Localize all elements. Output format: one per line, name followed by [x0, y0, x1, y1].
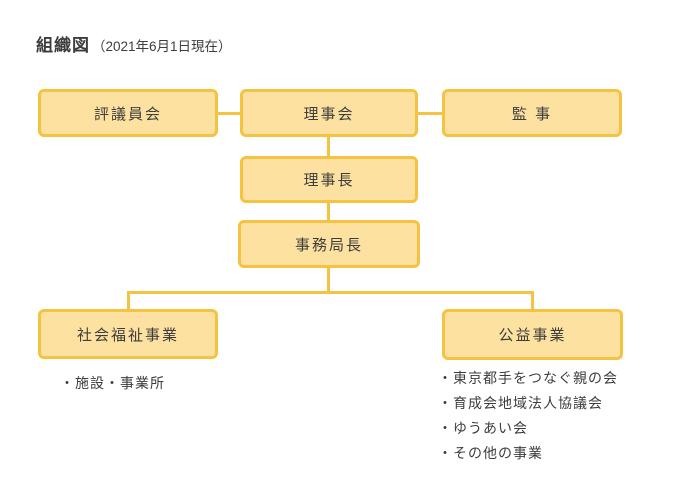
connector-rijikai-kanji	[418, 112, 442, 115]
connector-hyogiinkai-rijikai	[218, 112, 240, 115]
page-title-date: （2021年6月1日現在）	[92, 39, 232, 54]
node-rijikai: 理事会	[240, 89, 418, 137]
page-title: 組織図 （2021年6月1日現在）	[36, 31, 232, 56]
connector-jimukyokucho-branch	[327, 268, 330, 294]
node-jimukyokucho: 事務局長	[238, 220, 420, 268]
list-item: ・ゆうあい会	[438, 420, 528, 436]
node-hyogiinkai: 評議員会	[38, 89, 218, 137]
node-koeki-jigyo-label: 公益事業	[498, 327, 567, 344]
connector-branch-drop-left	[127, 291, 130, 309]
page-title-text: 組織図	[36, 36, 90, 55]
list-item: ・育成会地域法人協議会	[438, 395, 603, 411]
list-item: ・施設・事業所	[60, 375, 165, 391]
node-jimukyokucho-label: 事務局長	[294, 236, 363, 254]
connector-rijikai-rijicho	[327, 137, 330, 156]
node-hyogiinkai-label: 評議員会	[93, 105, 162, 123]
node-koeki-jigyo: 公益事業	[442, 309, 623, 360]
node-kanji-label: 監 事	[511, 105, 553, 123]
node-rijikai-label: 理事会	[303, 105, 355, 123]
list-koeki-items: ・東京都手をつなぐ親の会 ・育成会地域法人協議会 ・ゆうあい会 ・その他の事業	[438, 366, 618, 466]
node-shakai-fukushi-jigyo: 社会福祉事業	[38, 309, 218, 359]
connector-rijicho-jimukyokucho	[327, 203, 330, 220]
node-shakai-fukushi-jigyo-label: 社会福祉事業	[76, 326, 179, 344]
connector-branch-horizontal	[127, 291, 534, 294]
list-item: ・東京都手をつなぐ親の会	[438, 370, 618, 386]
list-item: ・その他の事業	[438, 445, 543, 461]
node-rijicho-label: 理事長	[303, 172, 355, 189]
node-rijicho: 理事長	[240, 156, 418, 203]
list-shakai-fukushi-items: ・施設・事業所	[60, 372, 165, 394]
node-kanji: 監 事	[442, 89, 622, 137]
connector-branch-drop-right	[531, 291, 534, 309]
